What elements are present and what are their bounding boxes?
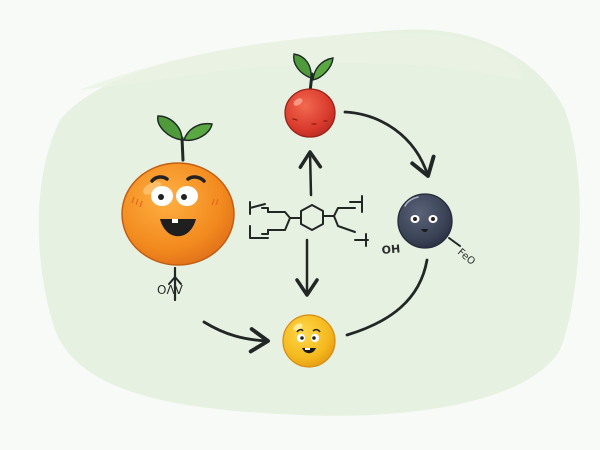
- orange-character-icon: [121, 115, 235, 266]
- line-blueberry-to-lemon: [345, 258, 429, 337]
- orange-stem-label: OΛV: [157, 266, 184, 302]
- blueberry-character-icon: [397, 193, 461, 249]
- arrow-orange-to-lemon: [202, 320, 270, 354]
- blueberry-left-label: OH: [381, 242, 401, 257]
- orange-stem-text: OΛV: [157, 283, 184, 297]
- arrow-molecule-to-apple: [298, 150, 323, 197]
- yellow-ball-character-icon: [282, 314, 336, 368]
- hexagon-molecule-icon: [249, 195, 369, 247]
- apple-icon: [284, 53, 336, 138]
- arrow-apple-to-blueberry: [343, 110, 436, 178]
